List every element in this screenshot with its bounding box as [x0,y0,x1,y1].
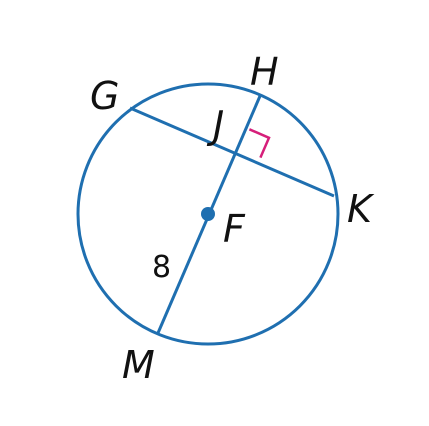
label-h: H [250,50,279,94]
label-g: G [90,74,119,118]
label-f: F [223,207,246,251]
label-m: M [122,343,155,387]
label-k: K [347,187,375,231]
right-angle-marker [248,128,271,159]
center-point-f [201,207,215,221]
measure-fm: 8 [152,250,171,285]
chord-gk [129,106,335,198]
circle-f [76,82,340,346]
